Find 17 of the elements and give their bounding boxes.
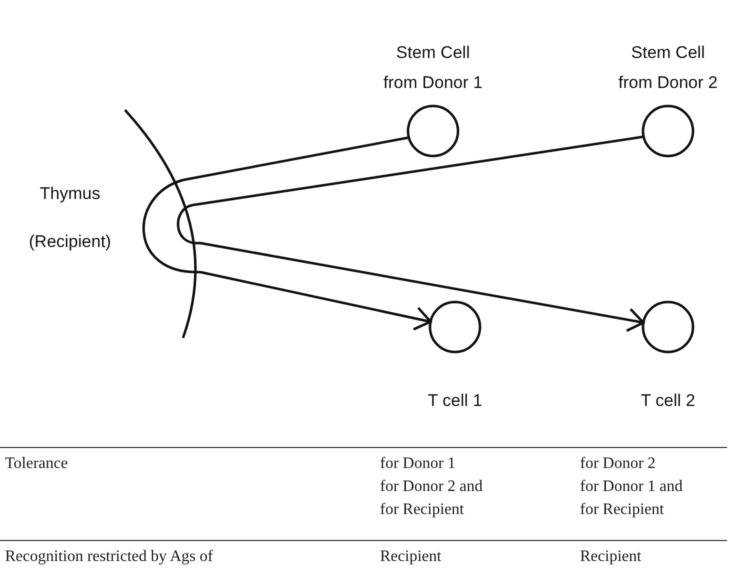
organ-label: Thymus (Recipient) (28, 183, 112, 253)
cell-label: T cell 1 (426, 390, 484, 412)
connector-line (182, 136, 409, 182)
arrow (200, 270, 432, 331)
cell-label: Stem Cell from Donor 2 (617, 42, 719, 94)
cell-label: T cell 2 (640, 390, 696, 412)
table-cell-text: for Donor 2 and for Recipient (380, 477, 484, 520)
table-cell-text: for Donor 2 (580, 454, 657, 474)
connector-line (192, 136, 644, 206)
cell-label: Stem Cell from Donor 1 (382, 42, 484, 94)
table-cell-text: for Donor 1 and for Recipient (580, 477, 684, 520)
table-cell-text: Tolerance (5, 454, 69, 474)
table-cell-text: Recognition restricted by Ags of (5, 547, 214, 567)
table-cell-text: for Donor 1 (380, 454, 457, 474)
table-cell-text: Recipient (580, 547, 642, 567)
table-cell-text: Recipient (380, 547, 442, 567)
arrow (200, 242, 645, 332)
